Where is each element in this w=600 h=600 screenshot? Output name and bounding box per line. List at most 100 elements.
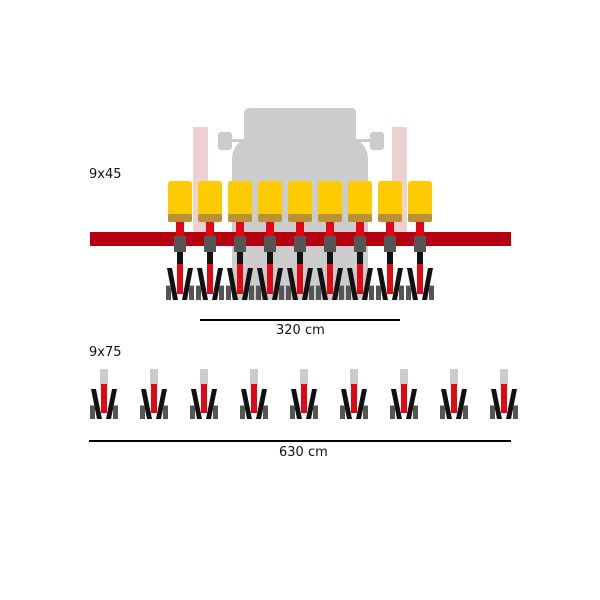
unit-stem	[450, 369, 458, 385]
coulter	[251, 384, 257, 413]
mirror-right	[370, 132, 384, 150]
hopper-base	[378, 214, 402, 222]
hopper-base	[228, 214, 252, 222]
unit-arm	[417, 252, 423, 266]
width-line-320	[200, 319, 400, 321]
disc-right	[206, 389, 217, 419]
disc-right	[242, 268, 253, 300]
row-unit-45	[316, 181, 344, 300]
disc-left	[287, 268, 298, 300]
unit-arm	[267, 252, 273, 266]
unit-arm	[177, 252, 183, 266]
row-unit-75	[340, 369, 368, 419]
disc-shadow-right	[363, 405, 368, 419]
disc-shadow-right	[413, 405, 418, 419]
row-unit-75	[190, 369, 218, 419]
disc-right	[182, 268, 193, 300]
mirror-left	[218, 132, 232, 150]
seed-hopper	[228, 181, 252, 221]
disc-shadow-right	[263, 405, 268, 419]
disc-shadow-right	[369, 285, 374, 300]
disc-shadow-left	[256, 285, 261, 300]
row-unit-75	[490, 369, 518, 419]
disc-left	[407, 268, 418, 300]
mirror-arm-left	[230, 139, 246, 142]
row-unit-75	[440, 369, 468, 419]
disc-shadow-right	[219, 285, 224, 300]
hopper-base	[288, 214, 312, 222]
disc-right	[272, 268, 283, 300]
disc-right	[332, 268, 343, 300]
coulter	[451, 384, 457, 413]
unit-stem	[400, 369, 408, 385]
unit-stem	[100, 369, 108, 385]
disc-left	[91, 389, 102, 419]
seed-hopper	[198, 181, 222, 221]
seed-hopper	[318, 181, 342, 221]
hopper-neck	[206, 222, 214, 236]
disc-shadow-right	[249, 285, 254, 300]
unit-arm	[237, 252, 243, 266]
mount-block	[264, 236, 276, 252]
disc-left	[341, 389, 352, 419]
disc-shadow-left	[346, 285, 351, 300]
disc-shadow-left	[376, 285, 381, 300]
disc-shadow-left	[166, 285, 171, 300]
disc-right	[456, 389, 467, 419]
unit-stem	[250, 369, 258, 385]
hopper-neck	[176, 222, 184, 236]
bottom-width-label: 630 cm	[279, 445, 328, 460]
disc-shadow-left	[196, 285, 201, 300]
mount-block	[414, 236, 426, 252]
disc-left	[197, 268, 208, 300]
mount-block	[294, 236, 306, 252]
disc-right	[506, 389, 517, 419]
disc-shadow-left	[286, 285, 291, 300]
seed-hopper	[408, 181, 432, 221]
unit-arm	[357, 252, 363, 266]
disc-shadow-left	[240, 405, 245, 419]
top-config-label: 9x45	[89, 167, 122, 182]
coulter	[301, 384, 307, 413]
disc-shadow-right	[463, 405, 468, 419]
disc-shadow-right	[399, 285, 404, 300]
mount-block	[324, 236, 336, 252]
disc-shadow-right	[279, 285, 284, 300]
seed-hopper	[378, 181, 402, 221]
disc-shadow-right	[429, 285, 434, 300]
unit-stem	[350, 369, 358, 385]
seed-hopper	[288, 181, 312, 221]
coulter	[297, 264, 303, 294]
hopper-neck	[356, 222, 364, 236]
row-unit-45	[376, 181, 404, 300]
coulter	[351, 384, 357, 413]
unit-arm	[387, 252, 393, 266]
disc-left	[241, 389, 252, 419]
disc-left	[191, 389, 202, 419]
mount-block	[354, 236, 366, 252]
unit-stem	[200, 369, 208, 385]
disc-right	[422, 268, 433, 300]
disc-right	[106, 389, 117, 419]
disc-shadow-right	[213, 405, 218, 419]
disc-right	[406, 389, 417, 419]
hopper-neck	[296, 222, 304, 236]
hopper-base	[348, 214, 372, 222]
row-unit-75	[240, 369, 268, 419]
coulter	[201, 384, 207, 413]
unit-stem	[500, 369, 508, 385]
coulter	[151, 384, 157, 413]
row-unit-45	[286, 181, 314, 300]
bottom-config-label: 9x75	[89, 345, 122, 360]
disc-shadow-left	[406, 285, 411, 300]
coulter	[357, 264, 363, 294]
hopper-base	[258, 214, 282, 222]
disc-shadow-left	[490, 405, 495, 419]
disc-shadow-left	[316, 285, 321, 300]
disc-left	[347, 268, 358, 300]
hopper-base	[198, 214, 222, 222]
coulter	[177, 264, 183, 294]
disc-left	[491, 389, 502, 419]
